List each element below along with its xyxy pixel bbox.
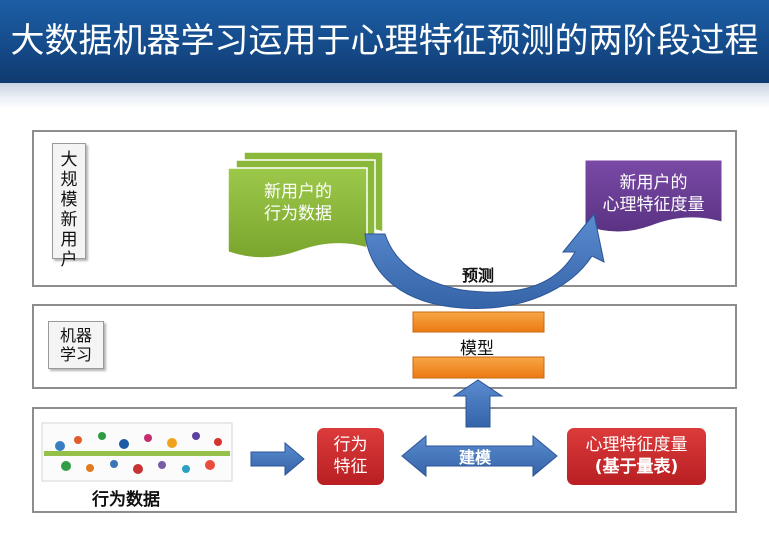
tag-machine-learning: 机器学习 [48, 321, 104, 369]
upward-arrow-to-model [452, 379, 504, 428]
behavior-features-node: 行为 特征 [317, 434, 384, 478]
new-user-behavior-data-node: 新用户的 行为数据 [236, 181, 360, 225]
prediction-curved-arrow [364, 212, 605, 309]
tag-large-scale-new-users: 大规模新用户 [52, 143, 86, 270]
psych-measure-box [567, 428, 706, 485]
model-bar-bottom [412, 356, 545, 379]
title-banner [0, 0, 769, 83]
psych-measure-line2: (基于量表) [594, 457, 679, 477]
build-model-label: 建模 [459, 448, 492, 467]
new-user-psych-line1: 新用户的 [619, 173, 688, 193]
banner-shadow [0, 83, 769, 109]
purple-document-shape [584, 159, 723, 233]
app-logos-image [41, 422, 233, 482]
psych-measure-line1: 心理特征度量 [585, 435, 688, 455]
behavior-features-line2: 特征 [333, 457, 368, 477]
new-user-psych-line2: 心理特征度量 [602, 195, 705, 215]
behavior-data-arrow [250, 441, 305, 477]
panel-machine-learning [32, 304, 737, 389]
psych-measure-node: 心理特征度量 (基于量表) [567, 434, 706, 478]
new-user-psych-node: 新用户的 心理特征度量 [585, 172, 722, 216]
build-model-double-arrow [401, 434, 558, 478]
behavior-features-line1: 行为 [333, 435, 368, 455]
tag-machine-learning-text: 机器学习 [59, 326, 92, 364]
document-stack-icon [227, 151, 384, 259]
behavior-data-label: 行为数据 [92, 490, 160, 510]
behavior-features-box [317, 428, 384, 485]
new-user-behavior-line1: 新用户的 [264, 182, 332, 202]
model-bar-top [412, 311, 545, 333]
model-label: 模型 [460, 339, 494, 359]
new-user-behavior-line2: 行为数据 [264, 204, 332, 224]
tag-large-scale-new-users-text: 大规模新用户 [60, 150, 78, 270]
predict-label: 预测 [462, 266, 495, 285]
page-title: 大数据机器学习运用于心理特征预测的两阶段过程 [10, 21, 759, 61]
